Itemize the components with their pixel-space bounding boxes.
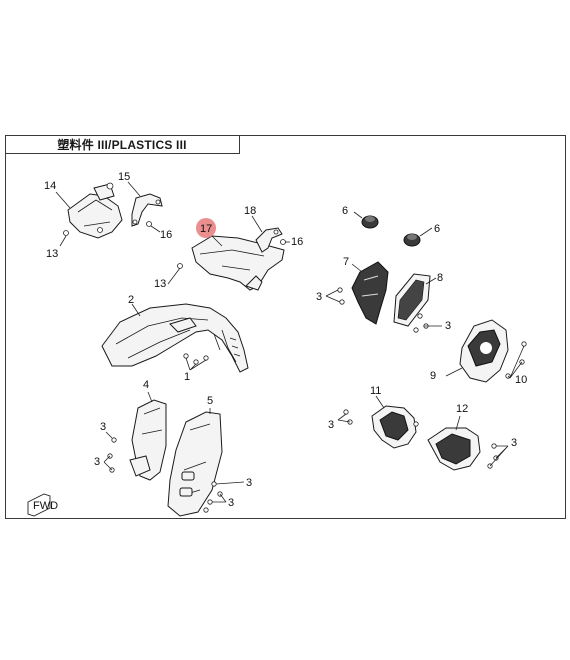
bolts-1[interactable] xyxy=(183,353,209,365)
part-11-cover[interactable] xyxy=(371,405,417,449)
callout-17: 17 xyxy=(200,223,212,235)
part-18-bracket[interactable] xyxy=(255,227,283,253)
bolt-16a[interactable] xyxy=(146,221,152,227)
callout-16b: 16 xyxy=(291,236,303,248)
callout-8: 8 xyxy=(437,272,443,284)
callout-15: 15 xyxy=(118,171,130,183)
part-6-grommet-b[interactable] xyxy=(403,233,421,247)
bolt-13b[interactable] xyxy=(177,263,183,269)
callout-7: 7 xyxy=(343,256,349,268)
title-box: 塑料件 III/PLASTICS III xyxy=(5,135,240,154)
diagram-title: 塑料件 III/PLASTICS III xyxy=(57,137,187,152)
callout-5: 5 xyxy=(207,395,213,407)
callout-17-highlight xyxy=(196,218,216,238)
callout-11: 11 xyxy=(370,385,381,397)
bolts-3-right[interactable] xyxy=(203,481,223,513)
callout-3c: 3 xyxy=(100,421,106,433)
front-direction-marker: FWD xyxy=(27,493,58,517)
callout-3a: 3 xyxy=(316,291,322,303)
part-14-bracket[interactable] xyxy=(67,182,123,239)
callout-9: 9 xyxy=(430,370,436,382)
callout-3e: 3 xyxy=(246,477,252,489)
callout-6a: 6 xyxy=(342,205,348,217)
callout-3h: 3 xyxy=(511,437,517,449)
part-15-bracket[interactable] xyxy=(131,193,163,227)
part-8-grille[interactable] xyxy=(393,273,431,327)
callout-10: 10 xyxy=(515,374,527,386)
callout-2: 2 xyxy=(128,294,134,306)
part-4-fork-guard[interactable] xyxy=(129,399,167,481)
callout-16a: 16 xyxy=(160,229,172,241)
callout-1: 1 xyxy=(184,371,190,383)
leader-lines xyxy=(55,181,525,503)
callout-3g: 3 xyxy=(328,419,334,431)
bolts-3-12[interactable] xyxy=(487,443,499,469)
callout-13a: 13 xyxy=(46,248,58,260)
part-2-front-fender[interactable] xyxy=(101,303,249,373)
part-5-fork-guard[interactable] xyxy=(167,411,223,517)
front-marker-text: FWD xyxy=(33,500,58,512)
callout-14: 14 xyxy=(44,180,56,192)
bolt-16b[interactable] xyxy=(280,239,286,245)
callout-labels: 14 15 13 16 17 18 16 13 6 6 7 8 3 3 9 10… xyxy=(44,171,527,509)
callout-3b: 3 xyxy=(445,320,451,332)
callout-12: 12 xyxy=(456,403,468,415)
part-12-cover[interactable] xyxy=(427,427,481,471)
callout-3d: 3 xyxy=(94,456,100,468)
part-7-bracket[interactable] xyxy=(351,261,389,325)
part-17-handguard[interactable] xyxy=(191,235,285,291)
callout-18: 18 xyxy=(244,205,256,217)
callout-13b: 13 xyxy=(154,278,166,290)
part-9-cover[interactable] xyxy=(459,319,509,383)
callout-4: 4 xyxy=(143,379,149,391)
callout-6b: 6 xyxy=(434,223,440,235)
callout-3f: 3 xyxy=(228,497,234,509)
part-6-grommet-a[interactable] xyxy=(361,215,379,229)
bolt-13a[interactable] xyxy=(63,230,69,236)
bolts-3-mid[interactable] xyxy=(337,287,429,333)
